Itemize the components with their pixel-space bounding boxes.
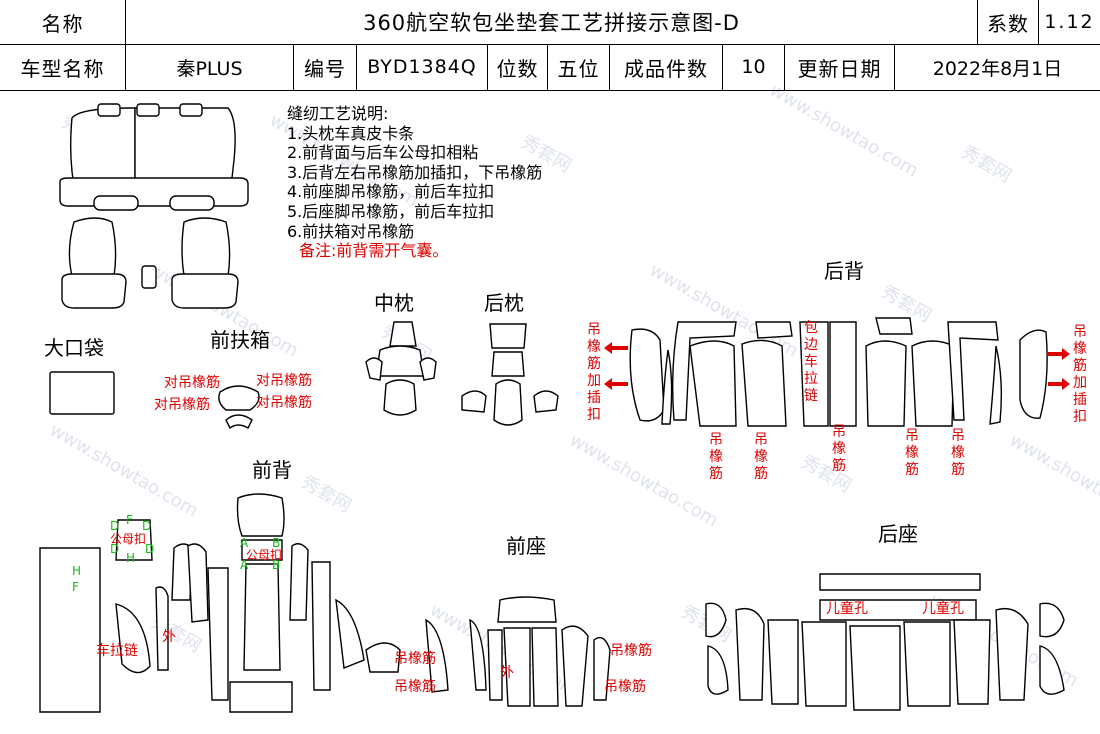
anno-snap-1: 公母扣 (110, 532, 147, 546)
marker-h-1: H (126, 551, 136, 565)
coef-value: 1.12 (1044, 11, 1095, 33)
anno-front-seat-outer: 外 (500, 665, 514, 681)
big-pocket-panel (49, 371, 115, 415)
title-front-armrest: 前扶箱 (210, 328, 270, 352)
anno-child-hole-1: 儿童孔 (826, 601, 868, 617)
front-seats-overview (61, 217, 239, 309)
anno-armrest-3: 对吊橡筋 (154, 397, 210, 413)
note-item-2: 2.前背面与后车公母扣相粘 (287, 143, 479, 163)
anno-rear-back-band-1: 吊橡筋 (709, 432, 723, 482)
title-rear-back: 后背 (824, 259, 864, 283)
front-seat-pattern (469, 596, 611, 707)
title-rear-pillow: 后枕 (484, 291, 524, 315)
marker-d-2: D (142, 519, 152, 533)
title-front-back: 前背 (252, 458, 292, 482)
rear-back-arrows (604, 342, 1070, 390)
note-item-1: 1.头枕车真皮卡条 (287, 123, 415, 143)
header-row-2: 车型名称 秦PLUS 编号 BYD1384Q 位数 五位 成品件数 10 更新日… (0, 44, 1100, 91)
marker-d-1: D (110, 519, 120, 533)
anno-front-back-band-2: 吊橡筋 (394, 679, 436, 695)
code-label: 编号 (294, 44, 357, 90)
anno-front-seat-band-2: 吊橡筋 (604, 679, 646, 695)
model-label: 车型名称 (0, 44, 126, 90)
marker-a-1: A (240, 536, 249, 550)
seats-value: 五位 (548, 44, 610, 90)
marker-b-2: B (272, 558, 281, 572)
title-front-seat: 前座 (506, 534, 546, 558)
title-middle-pillow: 中枕 (374, 291, 414, 315)
coef-label: 系数 (978, 0, 1039, 44)
anno-front-seat-band-1: 吊橡筋 (610, 643, 652, 659)
sewing-notes: 缝纫工艺说明: 1.头枕车真皮卡条 2.前背面与后车公母扣相粘 3.后背左右吊橡… (287, 104, 542, 261)
date-label: 更新日期 (785, 44, 895, 90)
rear-pillow-pattern (461, 323, 559, 426)
anno-rear-back-left: 吊橡筋加插扣 (587, 322, 601, 423)
note-item-4: 4.前座脚吊橡筋，前后车拉扣 (287, 182, 495, 202)
pieces-label: 成品件数 (610, 44, 723, 90)
name-label: 名称 (0, 0, 126, 44)
anno-rear-back-band-4: 吊橡筋 (905, 428, 919, 478)
rear-back-pattern (629, 317, 1048, 427)
seats-label: 位数 (488, 44, 548, 90)
marker-d-3: D (110, 542, 120, 556)
marker-a-2: A (240, 558, 249, 572)
note-item-5: 5.后座脚吊橡筋，前后车拉扣 (287, 201, 495, 221)
marker-d-4: D (145, 542, 155, 556)
notes-heading: 缝纫工艺说明: (287, 104, 389, 123)
anno-front-back-outer: 外 (162, 629, 176, 645)
anno-armrest-1: 对吊橡筋 (164, 375, 220, 391)
anno-front-back-band-1: 吊橡筋 (394, 651, 436, 667)
model-value: 秦PLUS (126, 44, 294, 90)
anno-armrest-4: 对吊橡筋 (256, 395, 312, 411)
code-value: BYD1384Q (357, 44, 488, 90)
front-back-pattern (39, 493, 449, 713)
sheet-title: 360航空软包坐垫套工艺拼接示意图-D (126, 0, 978, 44)
marker-f-1: F (126, 513, 133, 527)
note-item-6: 6.前扶箱对吊橡筋 (287, 221, 415, 241)
front-armrest-pattern (218, 385, 260, 430)
rear-seat-pattern (705, 573, 1065, 711)
middle-pillow-pattern (365, 321, 437, 416)
anno-rear-back-band-3: 吊橡筋 (832, 424, 846, 474)
marker-f-2: F (72, 580, 79, 594)
header-row-1: 名称 360航空软包坐垫套工艺拼接示意图-D 系数 1.12 (0, 0, 1100, 45)
anno-rear-back-band-5: 吊橡筋 (951, 428, 965, 478)
marker-b-1: B (272, 536, 281, 550)
date-value: 2022年8月1日 (932, 57, 1063, 80)
pieces-value: 10 (723, 44, 785, 90)
title-big-pocket: 大口袋 (44, 336, 104, 360)
anno-front-back-zipper: 车拉链 (96, 643, 138, 659)
anno-rear-back-zipper: 包边车拉链 (804, 320, 818, 404)
anno-snap-2: 公母扣 (246, 548, 283, 562)
anno-child-hole-2: 儿童孔 (922, 601, 964, 617)
notes-remark: 备注:前背需开气囊。 (299, 241, 449, 261)
marker-h-2: H (72, 564, 82, 578)
title-rear-seat: 后座 (878, 522, 918, 546)
anno-armrest-2: 对吊橡筋 (256, 373, 312, 389)
note-item-3: 3.后背左右吊橡筋加插扣，下吊橡筋 (287, 162, 543, 182)
rear-bench-overview (59, 103, 249, 211)
anno-rear-back-right: 吊橡筋加插扣 (1073, 324, 1087, 425)
anno-rear-back-band-2: 吊橡筋 (754, 432, 768, 482)
